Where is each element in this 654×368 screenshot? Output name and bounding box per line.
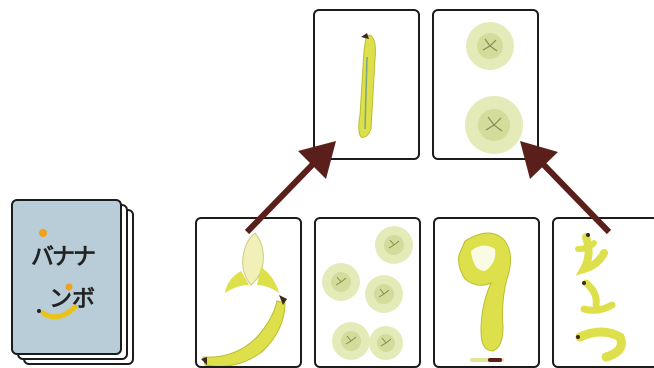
card-bottom-five-slices[interactable]: [314, 217, 421, 368]
slice-icon: [332, 322, 370, 360]
slice-icon: [369, 326, 403, 360]
slice-icon: [466, 22, 514, 70]
banana-nine-icon: [435, 219, 540, 368]
slice-icon: [322, 263, 360, 301]
two-slices-icon: [434, 11, 539, 160]
slice-icon: [465, 96, 523, 154]
card-bottom-banana-nine[interactable]: [433, 217, 540, 368]
peeled-banana-icon: [197, 219, 302, 368]
banana-hiragana-icon: [554, 219, 654, 368]
deck-top-card[interactable]: バナナ ンボ: [11, 199, 122, 355]
card-bottom-banana-hiragana[interactable]: [552, 217, 654, 368]
five-slices-icon: [316, 219, 421, 368]
slice-icon: [365, 275, 403, 313]
slice-icon: [375, 226, 413, 264]
deck-logo-banana-icon: [13, 201, 122, 355]
card-bottom-peeled-banana[interactable]: [195, 217, 302, 368]
card-top-one-banana[interactable]: [313, 9, 420, 160]
card-top-two-slices[interactable]: [432, 9, 539, 160]
banana-one-icon: [315, 11, 420, 160]
